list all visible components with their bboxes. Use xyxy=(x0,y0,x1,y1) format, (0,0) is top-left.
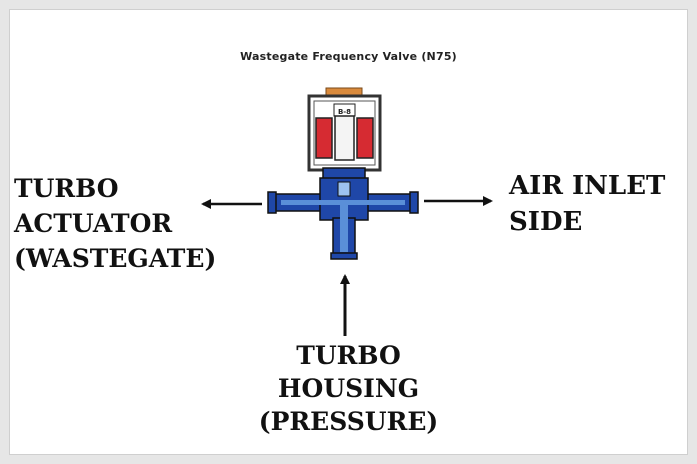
label-turbo-housing: TURBO HOUSING (PRESSURE) xyxy=(0,339,697,438)
label-line: TURBO xyxy=(296,341,401,370)
label-air-inlet-side: AIR INLET SIDE xyxy=(509,168,665,240)
coil-right xyxy=(356,117,374,159)
valve-marking: B-8 xyxy=(338,108,351,116)
label-line: (WASTEGATE) xyxy=(14,244,217,273)
label-line: ACTUATOR xyxy=(14,209,173,238)
label-line: AIR INLET xyxy=(509,171,666,201)
port-left xyxy=(267,191,277,214)
label-line: (PRESSURE) xyxy=(258,407,439,436)
label-line: TURBO xyxy=(14,174,119,203)
coil-left xyxy=(315,117,333,159)
plunger xyxy=(334,115,355,161)
valve-seat xyxy=(337,181,351,197)
diagram-title: Wastegate Frequency Valve (N75) xyxy=(240,50,457,63)
port-right xyxy=(409,191,419,214)
label-line: HOUSING xyxy=(277,374,420,403)
solenoid-housing: B-8 xyxy=(307,87,382,172)
label-line: SIDE xyxy=(509,207,583,237)
valve-body xyxy=(267,167,419,260)
passage-vertical xyxy=(340,200,348,252)
label-turbo-actuator: TURBO ACTUATOR (WASTEGATE) xyxy=(14,171,216,276)
